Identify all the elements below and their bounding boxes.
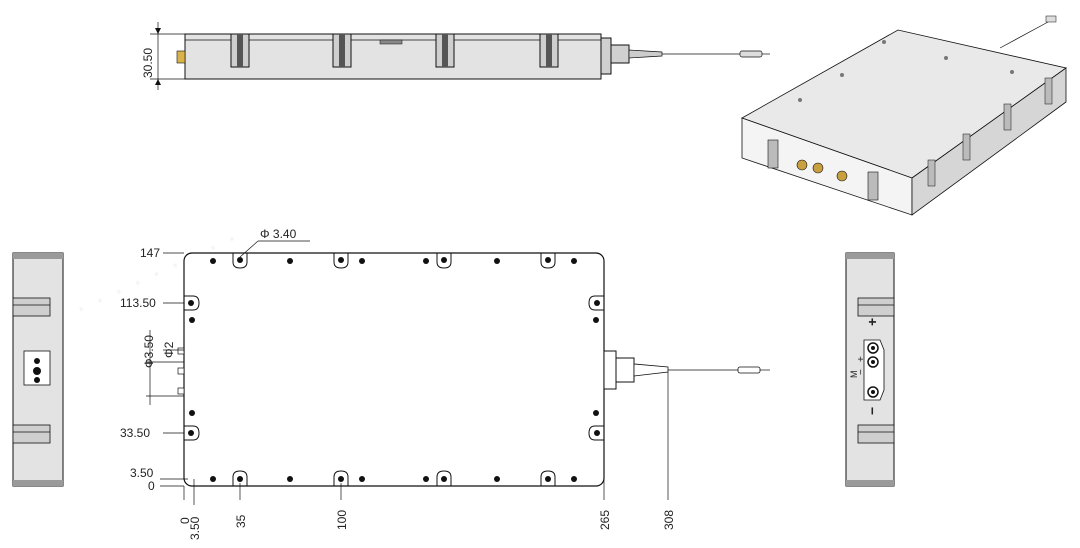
small-plus: + (856, 356, 867, 362)
polarity-plus-top: + (864, 318, 880, 326)
bottom-edge-notches (232, 470, 556, 486)
dim-3-50-left: 3.50 (130, 466, 154, 480)
side-view: 30.50 (141, 22, 770, 90)
top-view: Φ 3.40 147 113.50 33.50 3.50 0 Φ3.50 Φ2 … (120, 227, 770, 540)
dim-147: 147 (140, 246, 160, 260)
dim-33-50: 33.50 (120, 426, 150, 440)
pin-diameter-large: Φ3.50 (142, 335, 156, 368)
isometric-view (741, 15, 1067, 216)
top-edge-notches (232, 253, 556, 269)
height-dimension-label: 30.50 (141, 48, 155, 78)
dim-308: 308 (662, 510, 676, 530)
power-pins (177, 334, 185, 395)
dim-35: 35 (234, 514, 248, 528)
polarity-minus-bottom: − (864, 407, 880, 415)
small-minus: − (856, 369, 867, 375)
dim-265: 265 (598, 510, 612, 530)
pin-diameter-small: Φ2 (162, 341, 176, 358)
m-mark: M (849, 371, 859, 379)
dim-100: 100 (335, 510, 349, 530)
dim-0-left: 0 (148, 479, 155, 493)
left-end-view (12, 252, 64, 487)
left-edge-notches (184, 295, 200, 441)
dim-3-50-bottom: 3.50 (188, 516, 202, 540)
right-end-view: + − + − M (845, 252, 895, 487)
hole-diameter-label: Φ 3.40 (260, 227, 297, 241)
side-view-clips (230, 33, 559, 68)
dim-0-bottom: 0 (178, 517, 192, 524)
dim-113-50: 113.50 (120, 296, 156, 310)
screw-holes (189, 258, 599, 482)
fiber-connector (603, 350, 770, 390)
top-view-outline (183, 252, 605, 487)
right-edge-notches (588, 295, 604, 441)
